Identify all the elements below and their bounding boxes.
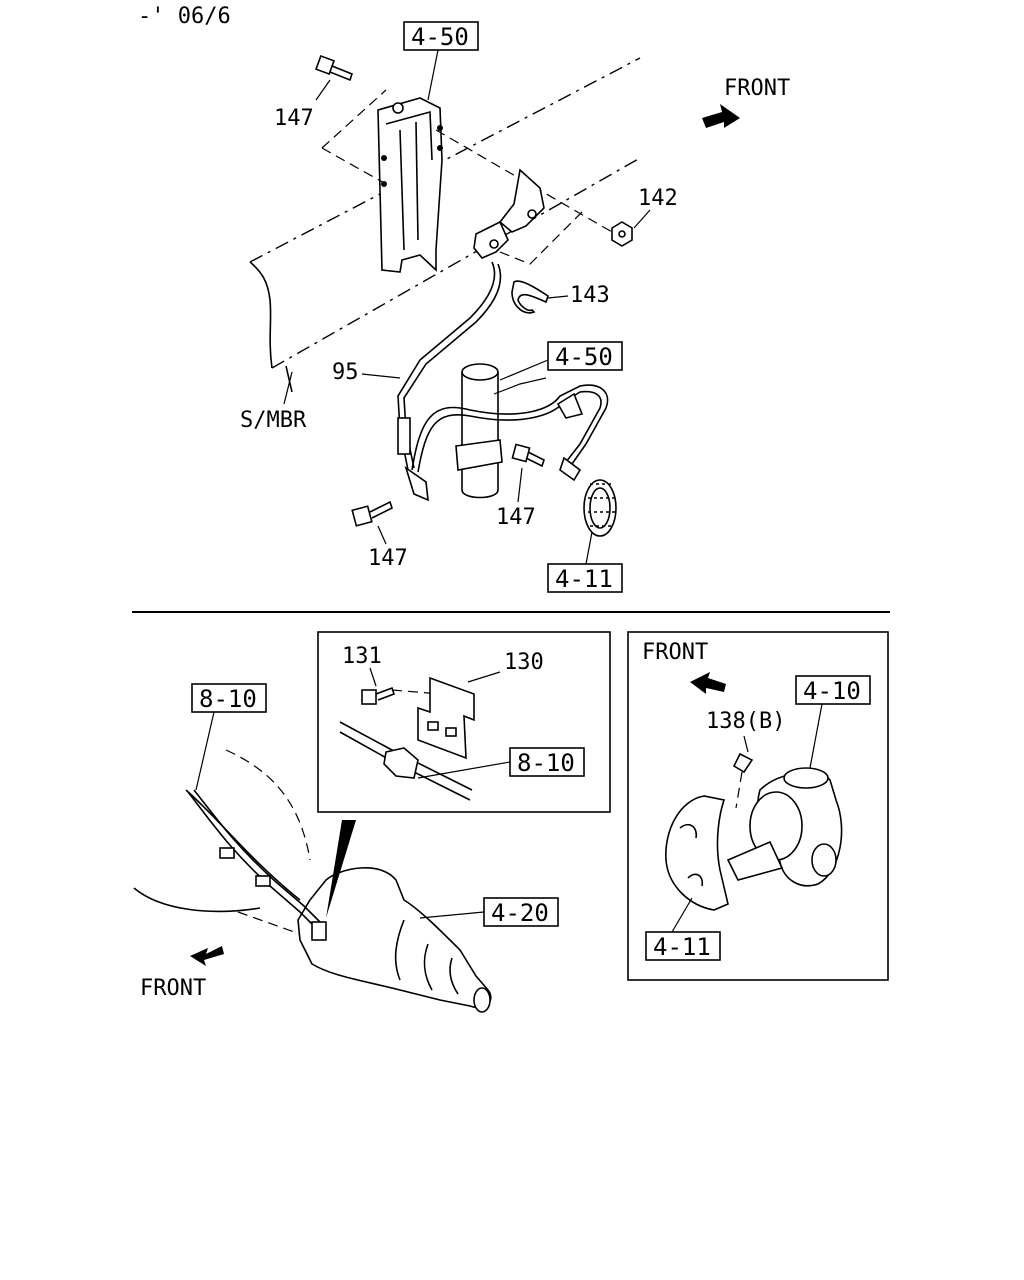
- label-142: 142: [638, 186, 678, 211]
- ref-box-4-11-top: 4-11: [547, 531, 623, 593]
- svg-text:8-10: 8-10: [199, 685, 257, 713]
- page-code: -' 06/6: [138, 4, 231, 29]
- nut-142: [611, 209, 651, 247]
- ref-box-4-10: 4-10: [795, 675, 871, 769]
- axle-view: 8-10 4-20 FRONT: [133, 683, 559, 1013]
- svg-text:FRONT: FRONT: [140, 976, 206, 1001]
- ref-box-4-50-upper: 4-50: [403, 21, 479, 101]
- svg-text:4-10: 4-10: [803, 677, 861, 705]
- svg-text:4-50: 4-50: [555, 343, 613, 371]
- rotor-gear: [583, 479, 617, 537]
- ref-box-8-10-inset: 8-10: [417, 747, 585, 779]
- front-arrow-bottom-left: FRONT: [140, 946, 224, 1001]
- upper-bracket: [377, 97, 443, 273]
- svg-text:4-50: 4-50: [411, 23, 469, 51]
- side-member: [249, 57, 641, 393]
- ref-box-8-10-left: 8-10: [191, 683, 267, 791]
- label-95: 95: [332, 360, 359, 385]
- label-147-left: 147: [368, 546, 408, 571]
- svg-text:FRONT: FRONT: [642, 640, 708, 665]
- label-130: 130: [504, 650, 544, 675]
- abs-sensor-cable: [404, 377, 609, 502]
- label-s-mbr: S/MBR: [240, 408, 307, 433]
- label-138b: 138(B): [706, 709, 785, 734]
- ref-box-4-50-lower: 4-50: [499, 341, 623, 381]
- inset-harness-bracket: 131 130 8-10: [317, 631, 611, 813]
- strut-tube: [455, 363, 503, 499]
- svg-text:8-10: 8-10: [517, 749, 575, 777]
- bolt-147-right: [511, 443, 545, 503]
- label-147-right: 147: [496, 505, 536, 530]
- top-view: 147 4-50 FRONT 142 143: [240, 21, 790, 593]
- svg-text:4-20: 4-20: [491, 899, 549, 927]
- front-arrow-top: FRONT: [702, 76, 790, 128]
- label-147-upper: 147: [274, 106, 314, 131]
- bolt-147-upper: [315, 55, 353, 82]
- harness-95: [361, 261, 502, 471]
- inset-knuckle: FRONT 4-10 138(B) 4-11: [627, 631, 889, 981]
- svg-text:4-11: 4-11: [653, 933, 711, 961]
- clip-143: [511, 280, 569, 314]
- ref-box-4-11-inset: 4-11: [645, 897, 721, 961]
- ref-box-4-20: 4-20: [419, 897, 559, 927]
- label-143: 143: [570, 283, 610, 308]
- sensor-bracket: [473, 168, 545, 259]
- svg-text:4-11: 4-11: [555, 565, 613, 593]
- bolt-147-left: [351, 500, 393, 545]
- svg-text:FRONT: FRONT: [724, 76, 790, 101]
- label-131: 131: [342, 644, 382, 669]
